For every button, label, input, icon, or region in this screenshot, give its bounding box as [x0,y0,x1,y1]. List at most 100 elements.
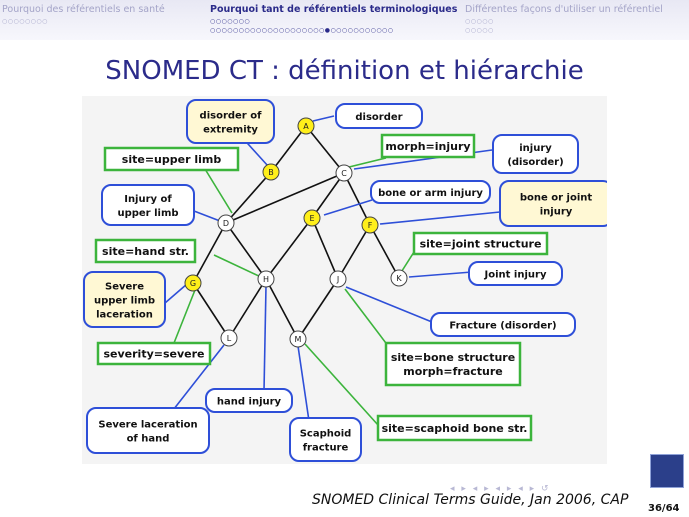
section-1-progress-dots[interactable]: ○○○○○○○○ [2,18,48,25]
connector-scaphoid [297,345,310,422]
connector-hand-injury [263,285,267,392]
label-text-severe-hand-1: of hand [127,434,170,445]
section-3-progress-dots-row1[interactable]: ○○○○○ [465,18,494,25]
label-text-site-hand-0: site=hand str. [102,245,189,258]
label-bone-arm-injury: bone or arm injury [370,180,491,204]
edge-H-L [228,278,267,339]
connector-severe-laceration [164,283,188,304]
page-number: 36/64 [648,503,680,514]
edge-D-G [192,222,227,284]
edge-A-B [270,125,307,173]
edge-C-E [311,172,345,219]
node-label-K: K [396,274,402,283]
label-site-hand: site=hand str. [94,238,197,264]
label-text-injury-disorder-1: (disorder) [507,157,563,168]
node-G: G [184,274,202,292]
label-text-severity-0: severity=severe [103,348,204,361]
connector-severity [173,289,196,344]
label-text-site-bone-0: site=bone structure [391,351,515,364]
label-site-joint: site=joint structure [412,231,549,256]
node-circle-K [390,269,408,287]
label-injury-disorder: injury (disorder) [492,134,579,174]
node-circle-J [329,270,347,288]
label-joint-injury: Joint injury [468,261,563,286]
label-text-fracture-0: Fracture (disorder) [449,321,556,332]
node-label-F: F [368,221,373,230]
concept-labels: disorder of extremity disorder site=upper l… [83,99,607,462]
label-disorder: disorder [335,103,423,129]
connector-disorder [312,115,335,122]
section-3-progress-dots-row2[interactable]: ○○○○○ [465,27,494,34]
label-text-joint-injury-0: Joint injury [484,270,547,281]
node-K: K [390,269,408,287]
label-text-morph-injury-0: morph=injury [385,140,470,153]
label-text-bone-arm-injury-0: bone or arm injury [378,188,483,199]
connector-joint-injury [408,271,473,278]
node-label-G: G [190,279,196,288]
connector-fracture [345,286,433,323]
node-label-L: L [227,334,232,343]
node-label-A: A [303,122,309,131]
label-text-disorder-extremity-0: disorder of [200,111,263,122]
label-text-scaphoid-fracture-1: fracture [303,443,349,454]
connector-bone-joint-injury [379,211,501,225]
node-H: H [257,270,275,288]
section-link-2[interactable]: Pourquoi tant de référentiels terminolog… [210,4,458,15]
connector-bone-arm-injury [323,199,373,216]
label-site-upper-limb: site=upper limb [103,146,240,172]
edge-E-H [265,217,313,280]
node-B: B [262,163,280,181]
label-site-scaphoid: site=scaphoid bone str. [376,414,533,442]
navigation-header: Pourquoi des référentiels en santé ○○○○○… [0,0,689,40]
edge-C-D [225,172,345,224]
label-text-disorder-extremity-1: extremity [203,125,258,136]
edge-J-M [297,278,339,340]
label-text-severe-laceration-2: laceration [96,310,153,321]
connector-severe-hand [169,344,225,415]
node-circle-C [335,164,353,182]
edge-B-D [225,171,272,224]
connector-site-scaphoid [304,343,379,426]
node-circle-M [289,330,307,348]
section-2-progress-dots-row1[interactable]: ○○○○○○○ [210,18,251,25]
label-text-severe-laceration-1: upper limb [94,296,155,307]
beamer-navigation-icons[interactable]: ◂ ▸ ◂ ▸ ◂ ▸ ◂ ▸ ↺ [450,484,551,494]
label-text-scaphoid-fracture-0: Scaphoid [300,429,352,440]
section-2-progress-dots-row2[interactable]: ○○○○○○○○○○○○○○○○○○○○●○○○○○○○○○○○ [210,27,394,34]
label-morph-injury: morph=injury [380,133,476,159]
hierarchy-edges [192,125,400,340]
edge-D-H [225,222,267,280]
edge-A-C [305,125,345,174]
section-link-3[interactable]: Différentes façons d'utiliser un référen… [465,4,663,15]
label-hand-injury: hand injury [205,388,293,413]
node-label-J: J [336,275,339,284]
label-text-injury-upper-limb-1: upper limb [117,208,178,219]
connector-site-hand [213,254,264,279]
node-circle-A [297,117,315,135]
label-text-site-bone-1: morph=fracture [403,365,503,378]
label-text-injury-disorder-0: injury [519,143,552,154]
edge-E-J [311,217,339,280]
label-disorder-extremity: disorder of extremity [186,99,275,144]
label-severity: severity=severe [96,341,212,366]
label-text-hand-injury-0: hand injury [217,397,282,408]
edge-F-J [337,224,371,280]
node-circle-E [303,209,321,227]
connector-morph-injury [344,157,387,169]
section-link-1[interactable]: Pourquoi des référentiels en santé [2,4,165,15]
label-text-site-upper-limb-0: site=upper limb [122,153,222,166]
edge-C-F [343,172,371,226]
label-fracture: Fracture (disorder) [430,312,576,337]
node-E: E [303,209,321,227]
institution-logo [650,454,684,488]
node-label-M: M [295,335,302,344]
edge-G-L [192,282,230,339]
label-scaphoid-fracture: Scaphoid fracture [289,417,362,462]
